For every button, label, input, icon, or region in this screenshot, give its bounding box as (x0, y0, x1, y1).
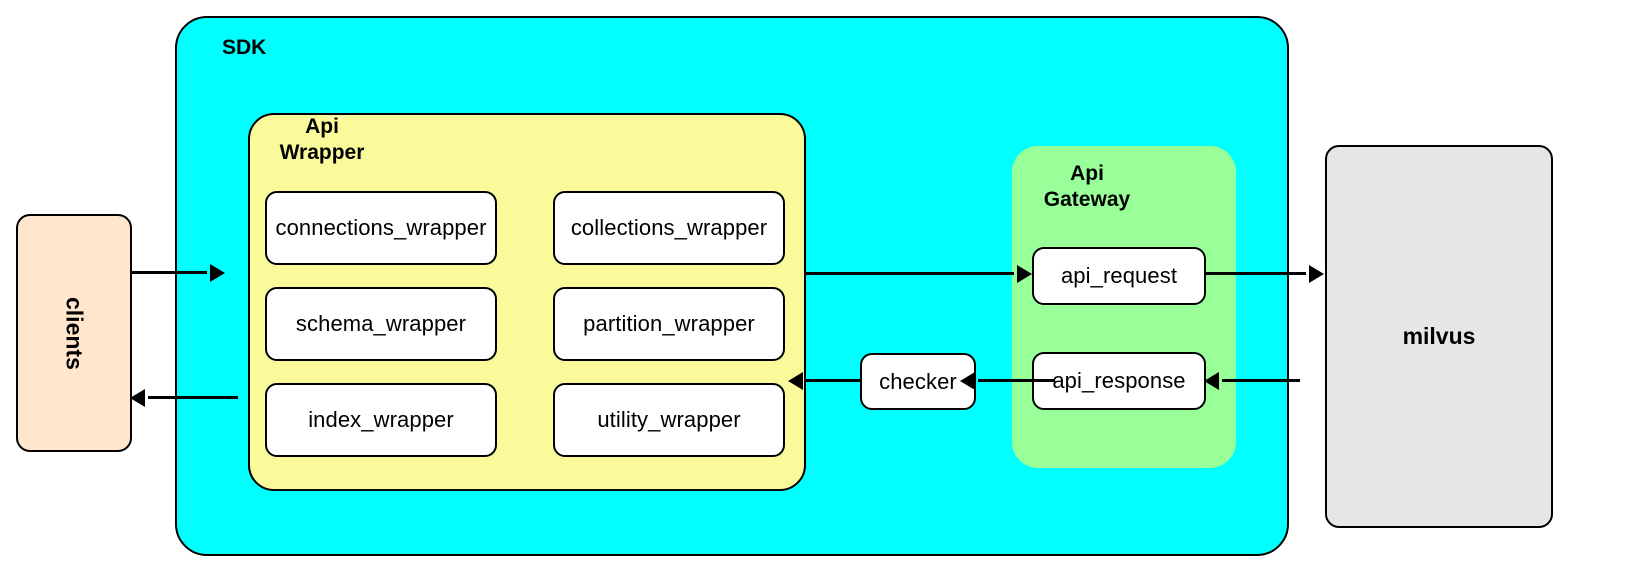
node-api-request[interactable]: api_request (1032, 247, 1206, 305)
node-label: index_wrapper (308, 407, 454, 432)
api-wrapper-label: Api Wrapper (279, 115, 365, 164)
node-schema-wrapper[interactable]: schema_wrapper (265, 287, 497, 361)
node-label: milvus (1402, 323, 1476, 349)
node-label: api_request (1060, 263, 1178, 288)
arrow-clients-to-api-wrapper (132, 271, 207, 274)
node-utility-wrapper[interactable]: utility_wrapper (553, 383, 785, 457)
api-gateway-label: Api Gateway (1043, 162, 1131, 211)
node-checker[interactable]: checker (860, 353, 976, 410)
node-label: collections_wrapper (570, 215, 768, 240)
sdk-label: SDK (222, 36, 267, 59)
node-label: partition_wrapper (583, 311, 755, 336)
node-label: checker (879, 368, 957, 394)
node-label: api_response (1052, 368, 1186, 393)
api-gateway-container (1012, 146, 1236, 468)
node-milvus[interactable]: milvus (1325, 145, 1553, 528)
node-index-wrapper[interactable]: index_wrapper (265, 383, 497, 457)
node-api-response[interactable]: api_response (1032, 352, 1206, 410)
node-label: schema_wrapper (295, 311, 467, 336)
arrow-checker-to-api-wrapper (806, 379, 860, 382)
arrow-api-wrapper-to-clients (148, 396, 238, 399)
arrow-api-wrapper-to-api-request (806, 272, 1014, 275)
arrow-milvus-to-api-response (1222, 379, 1300, 382)
node-collections-wrapper[interactable]: collections_wrapper (553, 191, 785, 265)
node-connections-wrapper[interactable]: connections_wrapper (265, 191, 497, 265)
node-partition-wrapper[interactable]: partition_wrapper (553, 287, 785, 361)
node-label: connections_wrapper (275, 215, 487, 240)
node-label: clients (61, 296, 88, 370)
arrow-api-response-to-checker (978, 379, 1055, 382)
node-clients[interactable]: clients (16, 214, 132, 452)
node-label: utility_wrapper (597, 407, 741, 432)
arrow-api-request-to-milvus (1206, 272, 1306, 275)
